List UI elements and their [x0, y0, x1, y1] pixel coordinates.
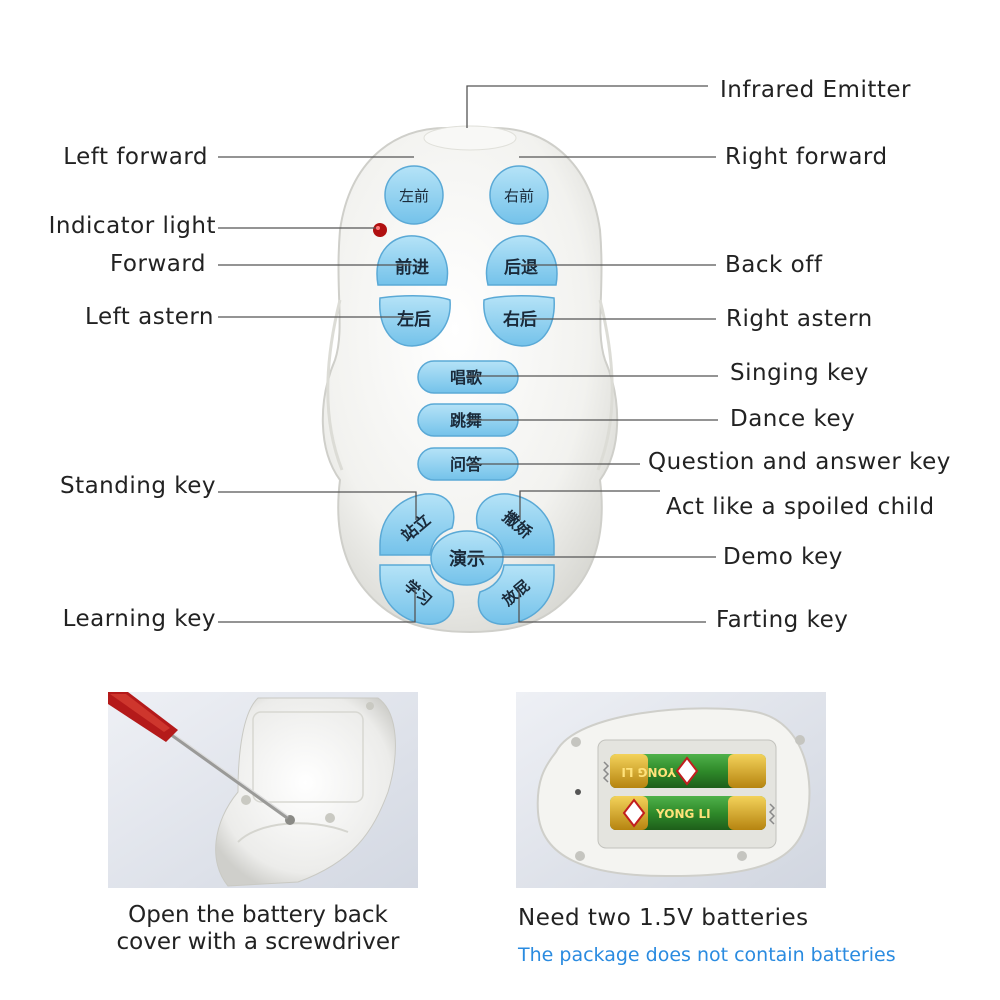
back-off-button[interactable]: 后退	[485, 235, 558, 286]
left-astern-button-label: 左后	[397, 309, 431, 330]
photo-battery-compartment: YONG LI YONG LI	[516, 692, 826, 888]
right-forward-button-label: 右前	[504, 187, 534, 205]
demo-button[interactable]: 演示	[430, 530, 504, 586]
singing-button[interactable]: 唱歌	[417, 360, 519, 394]
label-left-astern: Left astern	[85, 304, 214, 330]
label-right-astern: Right astern	[726, 306, 873, 332]
label-singing-key: Singing key	[730, 360, 869, 386]
spoiled-button[interactable]: 撒娇	[475, 493, 555, 556]
left-forward-button[interactable]: 左前	[384, 165, 444, 225]
caption-open-cover-line1: Open the battery back	[128, 902, 388, 928]
label-forward: Forward	[110, 251, 206, 277]
battery-top-brand: YONG LI	[621, 765, 677, 779]
battery-bottom-brand: YONG LI	[655, 807, 711, 821]
singing-button-label: 唱歌	[450, 368, 483, 387]
right-astern-button[interactable]: 右后	[483, 295, 555, 347]
caption-batteries-needed: Need two 1.5V batteries	[518, 905, 809, 931]
label-infrared-emitter: Infrared Emitter	[720, 77, 911, 103]
right-forward-button[interactable]: 右前	[489, 165, 549, 225]
label-farting-key: Farting key	[716, 607, 849, 633]
label-spoiled-child: Act like a spoiled child	[666, 494, 935, 520]
label-demo-key: Demo key	[723, 544, 843, 570]
caption-batteries-not-included: The package does not contain batteries	[518, 944, 896, 966]
learning-button[interactable]: 学习	[379, 564, 455, 625]
forward-button[interactable]: 前进	[376, 235, 449, 286]
remote-diagram: 左前 右前 前进 后退 左后 右后 唱歌 跳舞 问答 站立 撒娇	[218, 85, 718, 634]
indicator-light	[373, 223, 387, 237]
leader-lines	[218, 85, 718, 623]
demo-button-label: 演示	[449, 548, 485, 570]
label-learning-key: Learning key	[62, 606, 216, 632]
left-forward-button-label: 左前	[399, 187, 429, 205]
label-left-forward: Left forward	[63, 144, 208, 170]
left-astern-button[interactable]: 左后	[379, 295, 451, 347]
photo-open-battery-cover	[108, 692, 418, 888]
caption-open-cover-line2: cover with a screwdriver	[116, 929, 400, 955]
farting-button[interactable]: 放屁	[477, 564, 555, 625]
caption-open-cover: Open the battery back cover with a screw…	[98, 902, 418, 956]
label-question-answer-key: Question and answer key	[648, 449, 951, 475]
forward-button-label: 前进	[395, 257, 429, 278]
back-off-button-label: 后退	[504, 258, 538, 278]
label-right-forward: Right forward	[725, 144, 888, 170]
label-dance-key: Dance key	[730, 406, 856, 432]
label-back-off: Back off	[725, 252, 823, 278]
label-standing-key: Standing key	[59, 473, 216, 499]
label-indicator-light: Indicator light	[48, 213, 216, 239]
